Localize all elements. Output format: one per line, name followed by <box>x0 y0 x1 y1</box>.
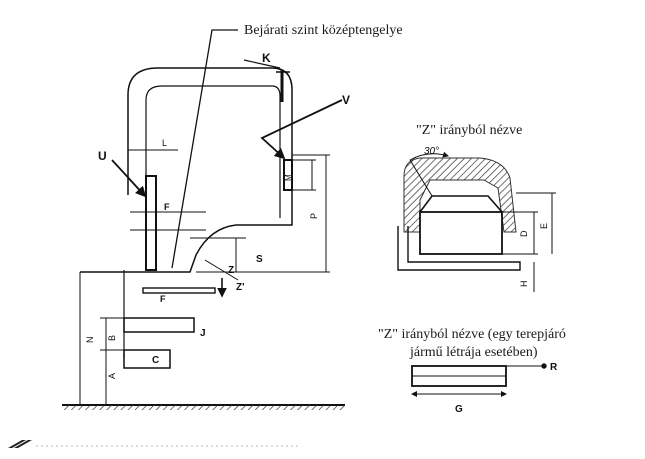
label-P: P <box>309 213 319 219</box>
z-view-step-top <box>419 195 503 213</box>
label-L: L <box>162 138 167 148</box>
z-view-angle-line-1 <box>409 159 433 197</box>
z-view-bracket <box>397 226 521 271</box>
u-handle <box>145 175 157 271</box>
label-F-lower: F <box>160 294 166 304</box>
z-view-offroad-drawing <box>411 363 547 397</box>
footer-mark <box>8 440 300 448</box>
v-handle <box>283 159 293 191</box>
label-K: K <box>262 51 271 65</box>
label-N: N <box>85 337 95 344</box>
side-view <box>62 29 345 410</box>
label-D: D <box>519 230 529 237</box>
k-leader <box>243 59 281 69</box>
z-view-angle-arc <box>409 151 449 161</box>
label-G: G <box>455 404 463 415</box>
entrance-axis-leader <box>171 29 238 269</box>
vehicle-outline <box>127 67 293 273</box>
ladder-step-bottom <box>123 349 171 369</box>
r-dot <box>541 363 547 369</box>
ground-hatch <box>62 405 345 410</box>
label-Z-prime: Z' <box>236 282 245 293</box>
label-C: C <box>152 355 159 366</box>
label-angle: 30° <box>424 146 439 157</box>
label-F-upper: F <box>164 202 170 212</box>
label-Z: Z <box>228 265 234 276</box>
z-view-offroad-title-2: jármű létrája esetében) <box>409 345 538 360</box>
label-S: S <box>256 254 263 265</box>
label-R: R <box>550 362 558 373</box>
label-V: V <box>342 93 350 107</box>
z-view-offroad-title-1: "Z" irányból nézve (egy terepjáró <box>378 327 566 342</box>
z-view-hatch-body <box>403 157 517 233</box>
ladder-step-top <box>142 287 216 294</box>
entrance-axis-label: Bejárati szint középtengelye <box>244 23 403 38</box>
z-view-title: "Z" irányból nézve <box>416 123 522 138</box>
z-view-drawing <box>397 151 556 292</box>
label-A: A <box>107 373 117 379</box>
label-J: J <box>200 328 206 339</box>
label-U: U <box>98 149 107 163</box>
vehicle-inner-outline <box>145 85 281 218</box>
label-H: H <box>519 281 529 288</box>
label-B: B <box>107 335 117 341</box>
z-view-step <box>419 211 503 255</box>
label-M: M <box>284 174 293 181</box>
label-E: E <box>539 223 549 229</box>
u-arrow <box>111 159 147 198</box>
z-line <box>204 259 239 281</box>
v-arrow <box>260 99 343 160</box>
ladder-step-mid <box>123 317 195 333</box>
